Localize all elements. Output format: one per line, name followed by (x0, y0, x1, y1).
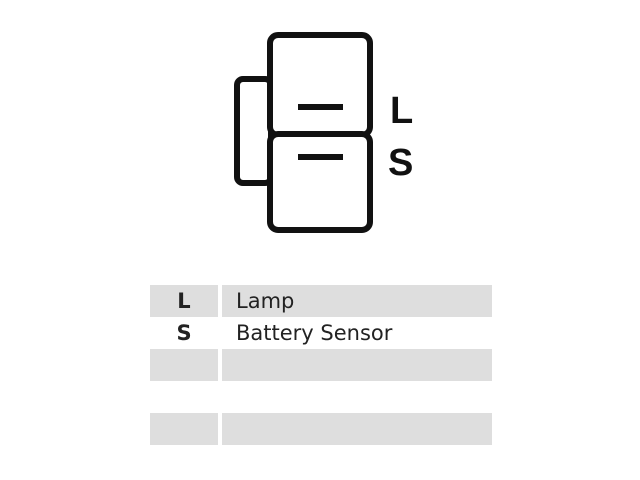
pin-description (222, 381, 492, 413)
table-row: L Lamp (150, 285, 492, 317)
table-row (150, 381, 492, 413)
pin-description: Lamp (222, 285, 492, 317)
connector-top-cavity (267, 32, 373, 138)
table-row: S Battery Sensor (150, 317, 492, 349)
pin-description (222, 413, 492, 445)
connector-bottom-cavity (267, 131, 373, 233)
pin-l-terminal (298, 104, 343, 110)
pin-s-terminal (298, 154, 343, 160)
table-row (150, 413, 492, 445)
pin-description: Battery Sensor (236, 321, 393, 345)
connector-diagram (234, 32, 373, 233)
table-row (150, 349, 492, 381)
pin-code (150, 349, 218, 381)
pin-code (150, 413, 218, 445)
pin-code: S (176, 321, 192, 345)
pin-code (150, 381, 218, 413)
pin-description (222, 349, 492, 381)
pin-code: L (150, 285, 218, 317)
connector-tab (234, 76, 274, 186)
pin-label-s: S (388, 142, 414, 184)
pin-label-l: L (390, 90, 414, 132)
